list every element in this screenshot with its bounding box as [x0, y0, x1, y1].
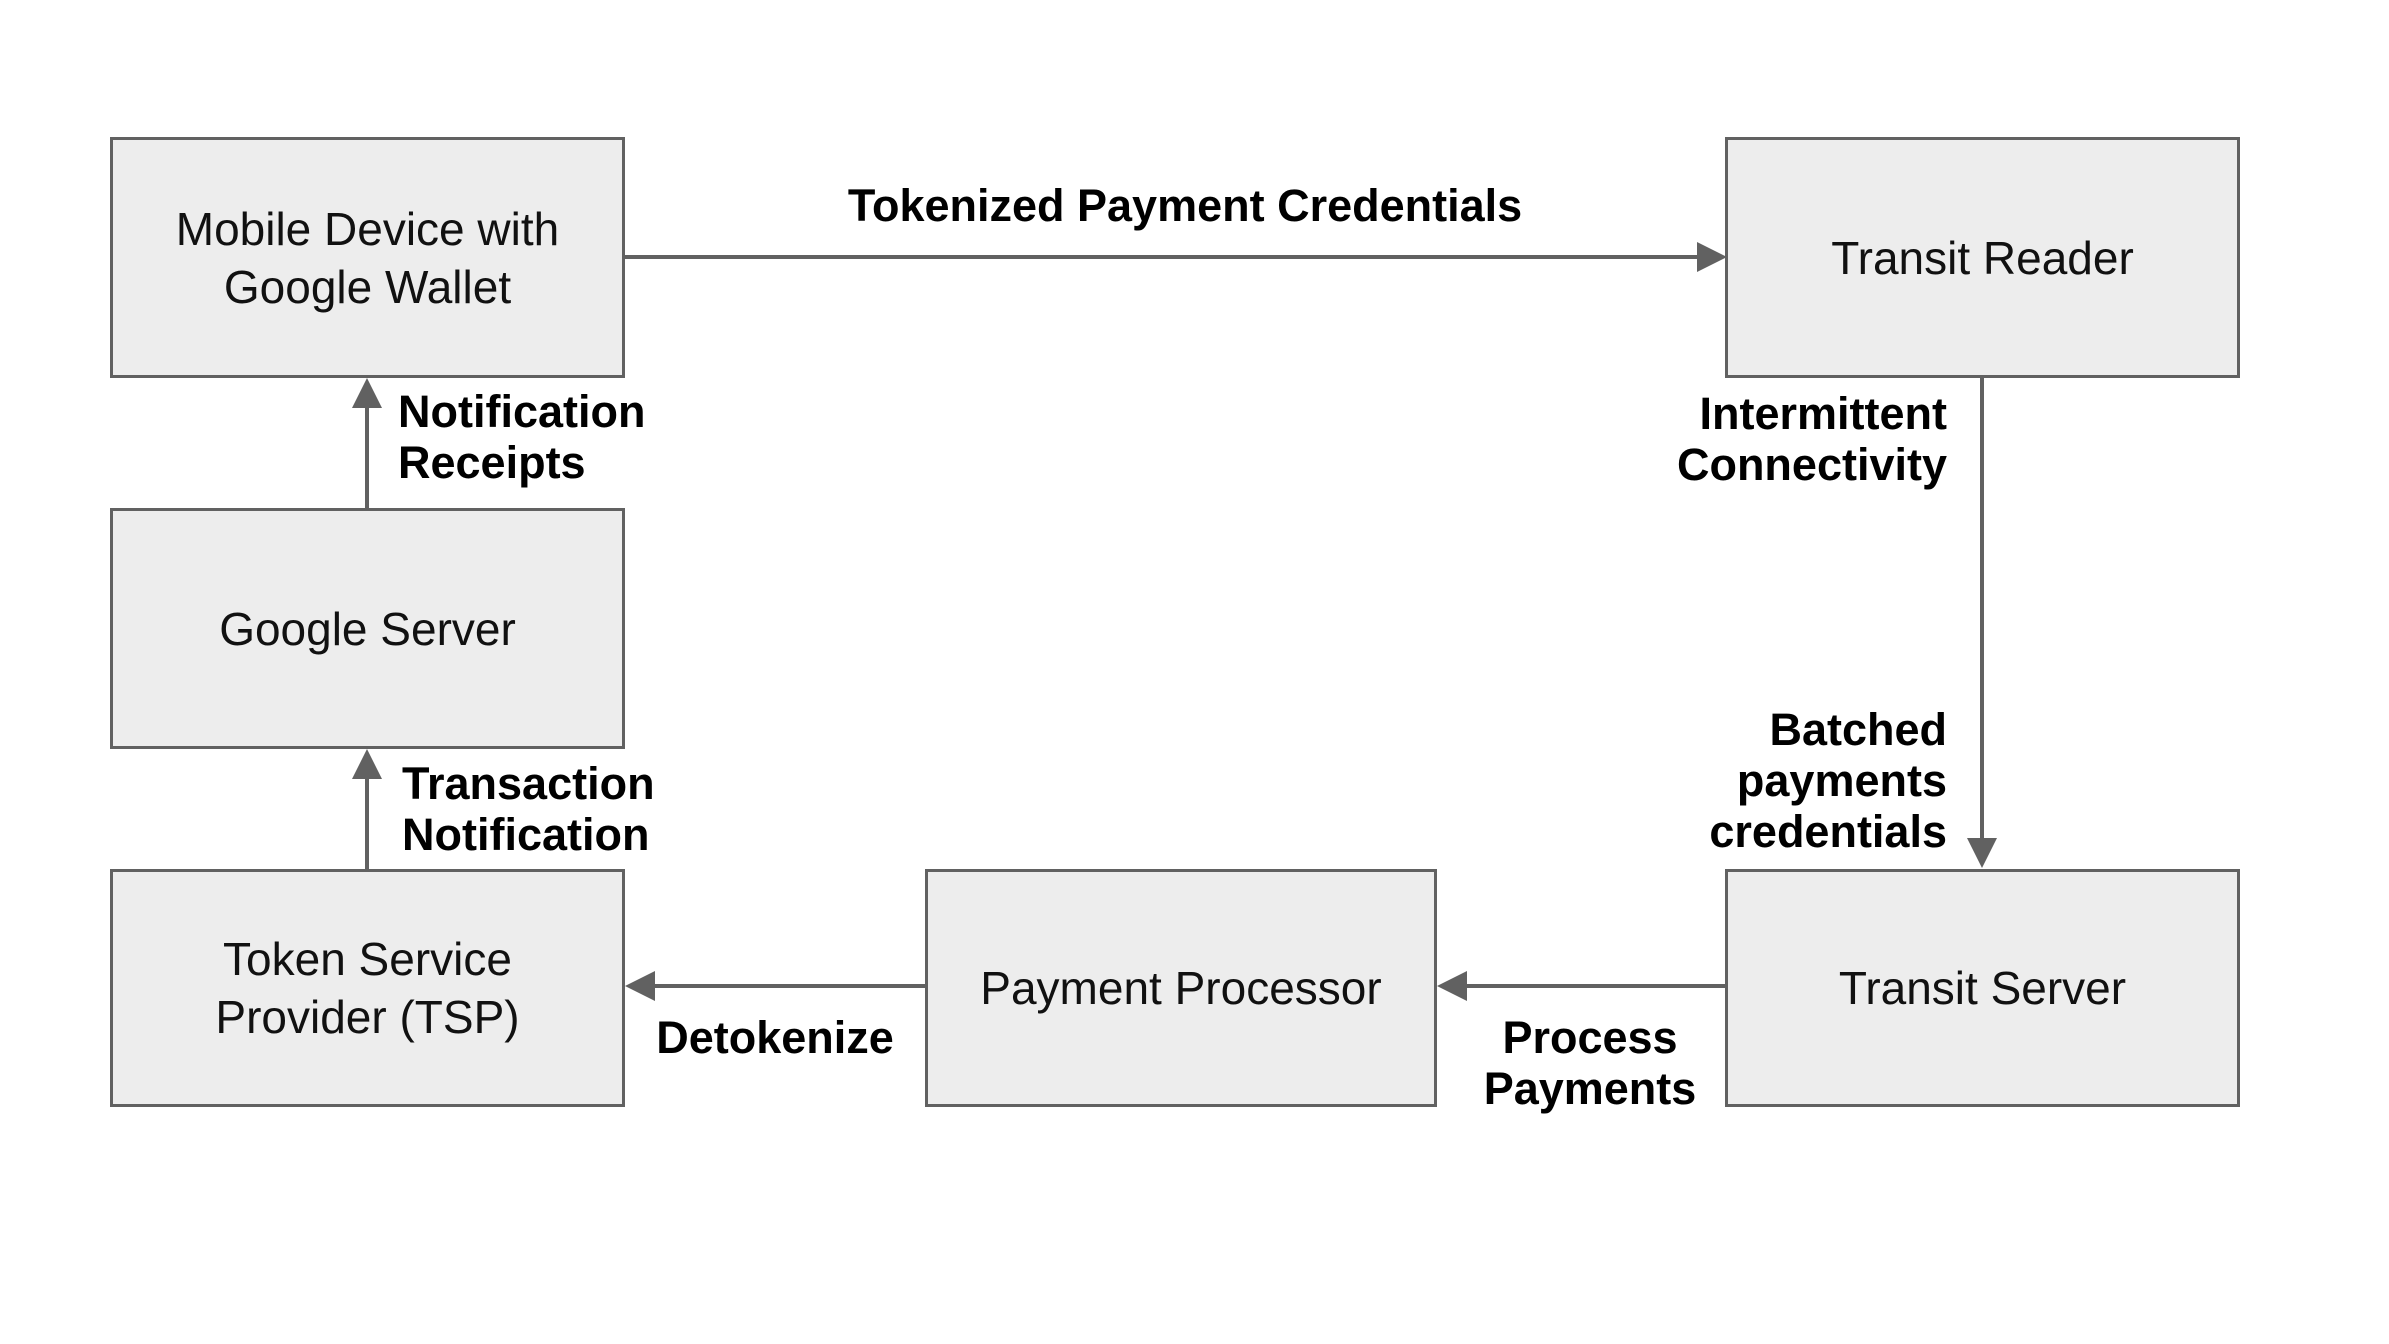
node-transit-reader: Transit Reader: [1725, 137, 2240, 378]
edge-label-process-payments: Process Payments: [1440, 1012, 1740, 1114]
edge-label-line: Notification: [402, 809, 650, 860]
node-label: Payment Processor: [980, 962, 1382, 1014]
arrowhead-up-icon: [352, 749, 382, 779]
edge-line-notification-receipts: [365, 408, 369, 508]
node-transit-server: Transit Server: [1725, 869, 2240, 1107]
edge-label-detokenize: Detokenize: [656, 1012, 894, 1063]
edge-line-transaction-notification: [365, 779, 369, 869]
edge-label-intermittent-connectivity: Intermittent Connectivity: [1677, 388, 1947, 490]
node-label: Mobile Device with: [175, 202, 560, 255]
edge-line-reader-to-server: [1980, 378, 1984, 838]
arrowhead-up-icon: [352, 378, 382, 408]
edge-label-transaction-notification: Transaction Notification: [402, 758, 655, 860]
edge-label-line: Process: [1502, 1012, 1678, 1063]
edge-line-detokenize: [655, 984, 925, 988]
arrowhead-left-icon: [625, 971, 655, 1001]
node-label: Google Server: [219, 602, 516, 655]
node-label: Google Wallet: [223, 260, 512, 313]
arrowhead-right-icon: [1697, 242, 1727, 272]
edge-label-tokenized-credentials: Tokenized Payment Credentials: [847, 180, 1523, 231]
arrowhead-left-icon: [1437, 971, 1467, 1001]
edge-label-line: Batched: [1769, 704, 1947, 755]
node-label: Token Service: [223, 933, 512, 985]
edge-label-line: Notification: [398, 386, 646, 437]
edge-label-line: Payments: [1483, 1063, 1697, 1114]
edge-label-batched-payments-credentials: Batched payments credentials: [1709, 704, 1947, 857]
edge-label-line: Receipts: [398, 437, 586, 488]
edge-label-line: Intermittent: [1699, 388, 1948, 439]
edge-label-line: credentials: [1709, 806, 1947, 857]
node-mobile-device-google-wallet: Mobile Device with Google Wallet: [110, 137, 625, 378]
edge-label-line: Transaction: [402, 758, 655, 809]
edge-label-notification-receipts: Notification Receipts: [398, 386, 645, 488]
edge-label-line: Connectivity: [1676, 439, 1947, 490]
node-google-server: Google Server: [110, 508, 625, 749]
node-token-service-provider: Token Service Provider (TSP): [110, 869, 625, 1107]
node-payment-processor: Payment Processor: [925, 869, 1437, 1107]
edge-line-tokenized-credentials: [625, 255, 1697, 259]
edge-line-process-payments: [1467, 984, 1725, 988]
node-label: Transit Reader: [1831, 231, 2134, 284]
node-label: Transit Server: [1838, 962, 2127, 1014]
node-label: Provider (TSP): [215, 991, 520, 1043]
arrowhead-down-icon: [1967, 838, 1997, 868]
edge-label-line: payments: [1736, 755, 1947, 806]
